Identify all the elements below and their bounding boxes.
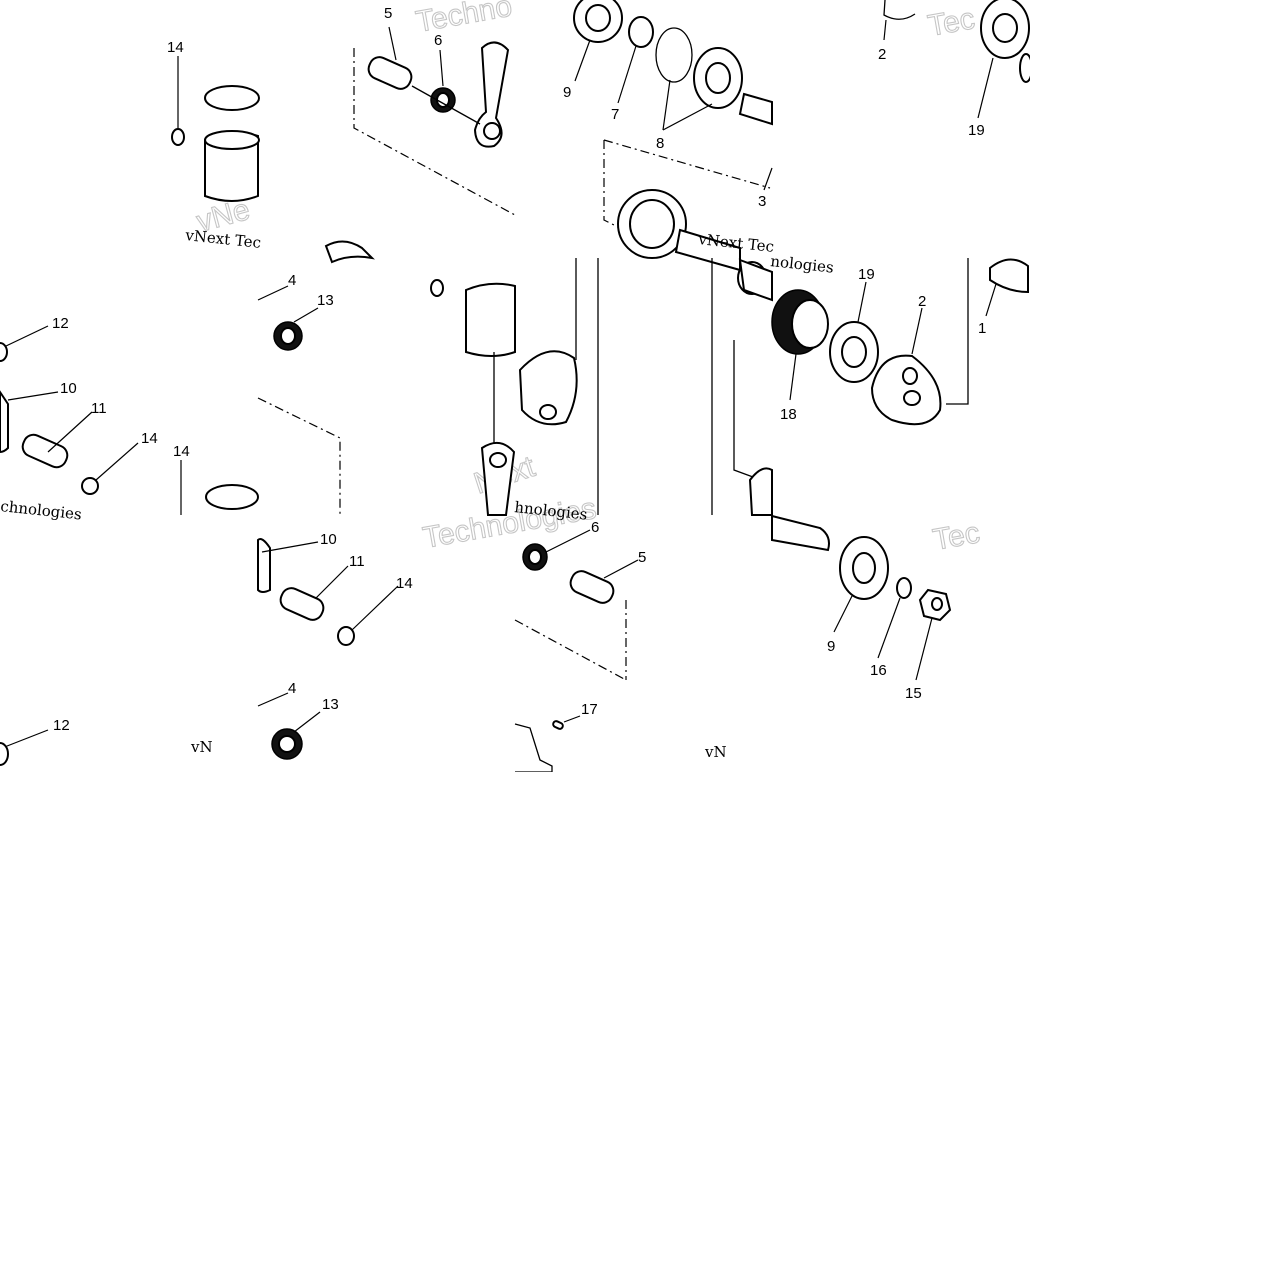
wrist-pin-clip-left [81, 477, 99, 495]
watermark-techno: Techno [413, 0, 514, 39]
piston-lower-edge [257, 538, 271, 593]
callout-6-lower: 6 [591, 519, 599, 536]
callout-17: 17 [581, 701, 598, 718]
callout-19-mid: 19 [858, 266, 875, 283]
watermark-tec-top: Tec [925, 2, 977, 43]
callout-6: 6 [434, 32, 442, 49]
piston-ring-left [0, 342, 8, 362]
callout-5-lower: 5 [638, 549, 646, 566]
callout-10: 10 [60, 380, 77, 397]
crank-rod-middle [430, 258, 599, 516]
crankshaft-taper [771, 514, 830, 552]
callout-5: 5 [384, 5, 392, 22]
callout-3: 3 [758, 193, 766, 210]
woodruff-key [552, 720, 564, 730]
watermark-chnologies: chnologies [0, 497, 83, 523]
callout-9-lower: 9 [827, 638, 835, 655]
callout-15: 15 [905, 685, 922, 702]
watermark-vn-2: vN [704, 743, 727, 761]
callout-12-lower: 12 [53, 717, 70, 734]
callout-16: 16 [870, 662, 887, 679]
needle-bearing-middle [257, 240, 375, 515]
callout-18: 18 [780, 406, 797, 423]
wrist-pin-left [21, 433, 69, 469]
clip-mid [430, 279, 444, 297]
callout-4: 4 [288, 272, 296, 289]
crankshaft-stub [738, 92, 773, 126]
callout-11-lower: 11 [349, 553, 365, 570]
callout-14: 14 [167, 39, 184, 56]
callout-10-lower: 10 [320, 531, 337, 548]
piston-assembly-left [0, 342, 259, 510]
watermark-text: vNext Tec vNext Tec chnologies vN vN nol… [0, 226, 835, 761]
crank-web [518, 350, 578, 426]
callout-14-left: 14 [141, 430, 158, 447]
crank-bearings-top [573, 0, 773, 272]
callout-2-mid: 2 [918, 293, 926, 310]
callout-12: 12 [52, 315, 69, 332]
leader-lines [1, 19, 997, 749]
watermark-tec-right: Tec [930, 516, 982, 557]
retaining-ring [655, 27, 693, 83]
watermark-vn-1: vN [190, 738, 213, 756]
lock-washer [896, 577, 912, 599]
callout-7: 7 [611, 106, 619, 123]
watermark-nologies: nologies [770, 252, 835, 277]
rod-end [324, 240, 375, 264]
wrist-pin-lower-mid [569, 570, 615, 604]
callout-13-lower: 13 [322, 696, 339, 713]
piston-pin-lower [257, 538, 355, 760]
connecting-rod-assembly-top [353, 41, 516, 216]
callout-13: 13 [317, 292, 334, 309]
wrist-pin-clip [171, 128, 185, 146]
callout-2: 2 [878, 46, 886, 63]
callout-1: 1 [978, 320, 986, 337]
snap-ring [628, 16, 654, 48]
callout-8: 8 [656, 135, 664, 152]
callout-19: 19 [968, 122, 985, 139]
crankcase-corner [514, 723, 553, 773]
callout-numbers: 5 6 14 9 7 8 2 19 3 4 13 12 10 11 14 14 … [52, 5, 986, 734]
piston-left [0, 390, 9, 454]
crank-counterweight-edge [883, 0, 916, 20]
callout-14-lower: 14 [173, 443, 190, 460]
callout-14-bottom: 14 [396, 575, 413, 592]
piston-ring [204, 85, 260, 111]
piston-ring-bottom [0, 742, 9, 766]
pin-bearing-lower-middle [514, 543, 627, 773]
group-bracket [353, 48, 516, 216]
crank-half [870, 354, 942, 426]
watermark-technologies: Technologies [420, 492, 598, 555]
watermark-vnext-1: vNext Tec [184, 226, 262, 252]
crankshaft-end [989, 258, 1029, 294]
clip-lower [337, 626, 355, 646]
callout-11: 11 [91, 400, 107, 417]
crank-end-lower-right [771, 514, 952, 622]
callout-4-lower: 4 [288, 680, 296, 697]
piston-assembly-top [171, 85, 260, 202]
wrist-pin [367, 56, 413, 90]
wrist-pin-lower [279, 587, 325, 621]
callout-9: 9 [563, 84, 571, 101]
connecting-rod [473, 41, 510, 148]
seal-bearing-group-middle [711, 258, 1029, 516]
piston-mid [465, 282, 516, 357]
piston-ring-lower [205, 484, 259, 510]
